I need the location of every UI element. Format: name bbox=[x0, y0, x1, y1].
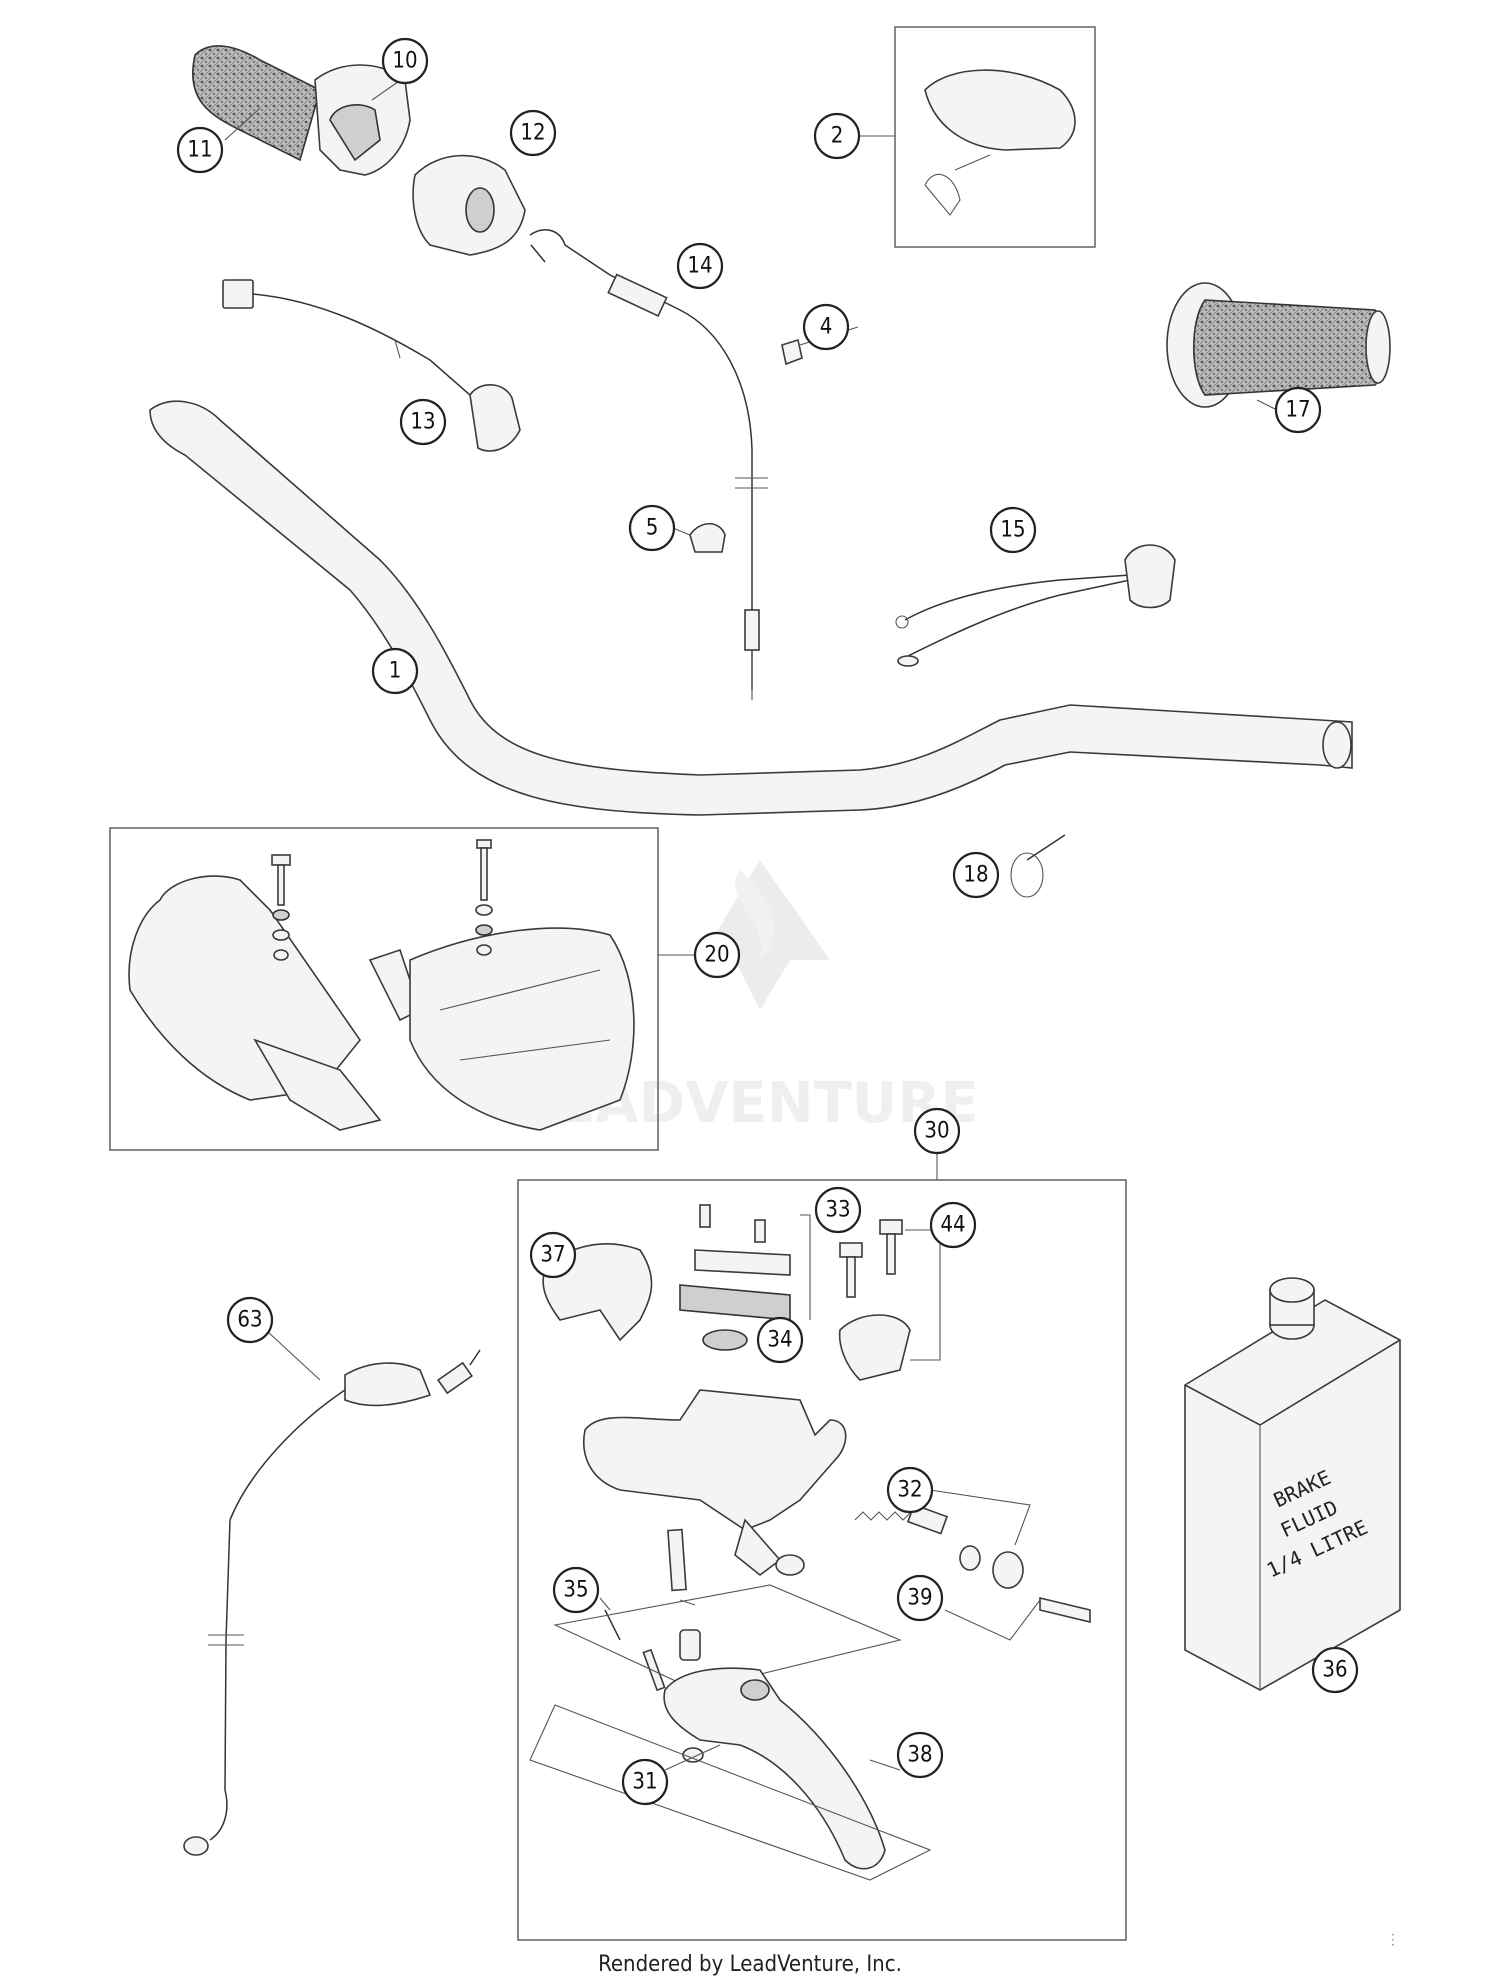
svg-text:38: 38 bbox=[907, 1743, 932, 1768]
cable-end-4 bbox=[781, 338, 803, 366]
svg-text:44: 44 bbox=[940, 1213, 965, 1238]
inset-box-30 bbox=[517, 1179, 1127, 1941]
callout-14: 14 bbox=[676, 242, 724, 290]
svg-text:36: 36 bbox=[1322, 1658, 1347, 1683]
brake-lever bbox=[529, 1667, 932, 1881]
svg-text:5: 5 bbox=[646, 516, 659, 541]
bolt-set-left bbox=[271, 854, 291, 961]
svg-text:12: 12 bbox=[520, 121, 545, 146]
throttle-grip-assembly bbox=[192, 45, 411, 176]
svg-text:30: 30 bbox=[924, 1119, 949, 1144]
callout-35: 35 bbox=[552, 1566, 600, 1614]
svg-text:18: 18 bbox=[963, 863, 988, 888]
svg-text:39: 39 bbox=[907, 1586, 932, 1611]
cable-clip-5 bbox=[689, 522, 726, 553]
lever-bolt bbox=[667, 1528, 687, 1592]
render-credit: Rendered by LeadVenture, Inc. bbox=[598, 1952, 902, 1977]
callout-39: 39 bbox=[896, 1574, 944, 1622]
cable-tie bbox=[1010, 834, 1066, 898]
svg-text:33: 33 bbox=[825, 1198, 850, 1223]
callout-15: 15 bbox=[989, 506, 1037, 554]
svg-text:17: 17 bbox=[1285, 398, 1310, 423]
callout-5: 5 bbox=[628, 504, 676, 552]
callout-20: 20 bbox=[693, 931, 741, 979]
svg-text:4: 4 bbox=[820, 315, 833, 340]
callout-30: 30 bbox=[913, 1107, 961, 1155]
callout-31: 31 bbox=[621, 1758, 669, 1806]
callout-44: 44 bbox=[929, 1201, 977, 1249]
svg-text:1: 1 bbox=[389, 659, 402, 684]
bushing bbox=[679, 1629, 701, 1661]
callout-1: 1 bbox=[371, 647, 419, 695]
pushrod-39 bbox=[944, 1545, 1091, 1641]
handlebar bbox=[149, 400, 1353, 816]
svg-text:10: 10 bbox=[392, 49, 417, 74]
svg-text:32: 32 bbox=[897, 1478, 922, 1503]
callout-17: 17 bbox=[1274, 386, 1322, 434]
corner-mark: ⋮ bbox=[1386, 1932, 1400, 1948]
inset-box-2 bbox=[894, 26, 1096, 248]
brake-fluid-bottle: BRAKE FLUID 1/4 LITRE bbox=[1184, 1277, 1401, 1691]
svg-text:37: 37 bbox=[540, 1243, 565, 1268]
callout-12: 12 bbox=[509, 109, 557, 157]
svg-text:34: 34 bbox=[767, 1328, 792, 1353]
svg-text:13: 13 bbox=[410, 410, 435, 435]
callout-18: 18 bbox=[952, 851, 1000, 899]
reservoir-cover bbox=[679, 1204, 811, 1321]
svg-text:14: 14 bbox=[687, 254, 712, 279]
right-switch bbox=[895, 544, 1176, 667]
throttle-cover bbox=[412, 154, 526, 256]
left-switch bbox=[222, 279, 521, 452]
callout-36: 36 bbox=[1311, 1646, 1359, 1694]
clutch-cable bbox=[183, 1349, 481, 1856]
inset-box-20 bbox=[109, 827, 659, 1151]
callout-38: 38 bbox=[896, 1731, 944, 1779]
throttle-cable bbox=[529, 229, 768, 700]
master-cylinder-body bbox=[583, 1389, 847, 1577]
callout-10: 10 bbox=[381, 37, 429, 85]
callout-33: 33 bbox=[814, 1186, 862, 1234]
diaphragm-34 bbox=[702, 1329, 748, 1351]
cap-part bbox=[924, 69, 1076, 216]
clamp-bolts-44 bbox=[838, 1219, 941, 1381]
callout-11: 11 bbox=[176, 126, 224, 174]
callout-32: 32 bbox=[886, 1466, 934, 1514]
right-grip bbox=[1166, 282, 1391, 408]
svg-text:15: 15 bbox=[1000, 518, 1025, 543]
callout-63: 63 bbox=[226, 1296, 274, 1344]
svg-text:31: 31 bbox=[632, 1770, 657, 1795]
hand-guards bbox=[128, 839, 635, 1131]
callout-2: 2 bbox=[813, 112, 861, 160]
set-pin-35 bbox=[553, 1584, 902, 1692]
callout-13: 13 bbox=[399, 398, 447, 446]
callout-37: 37 bbox=[529, 1231, 577, 1279]
svg-text:11: 11 bbox=[187, 138, 212, 163]
svg-text:2: 2 bbox=[831, 124, 844, 149]
bolt-set-right bbox=[475, 839, 493, 956]
svg-text:63: 63 bbox=[237, 1308, 262, 1333]
svg-text:35: 35 bbox=[563, 1578, 588, 1603]
callout-4: 4 bbox=[802, 303, 850, 351]
callout-34: 34 bbox=[756, 1316, 804, 1364]
svg-text:20: 20 bbox=[704, 943, 729, 968]
piston-spring-32 bbox=[854, 1489, 1031, 1546]
